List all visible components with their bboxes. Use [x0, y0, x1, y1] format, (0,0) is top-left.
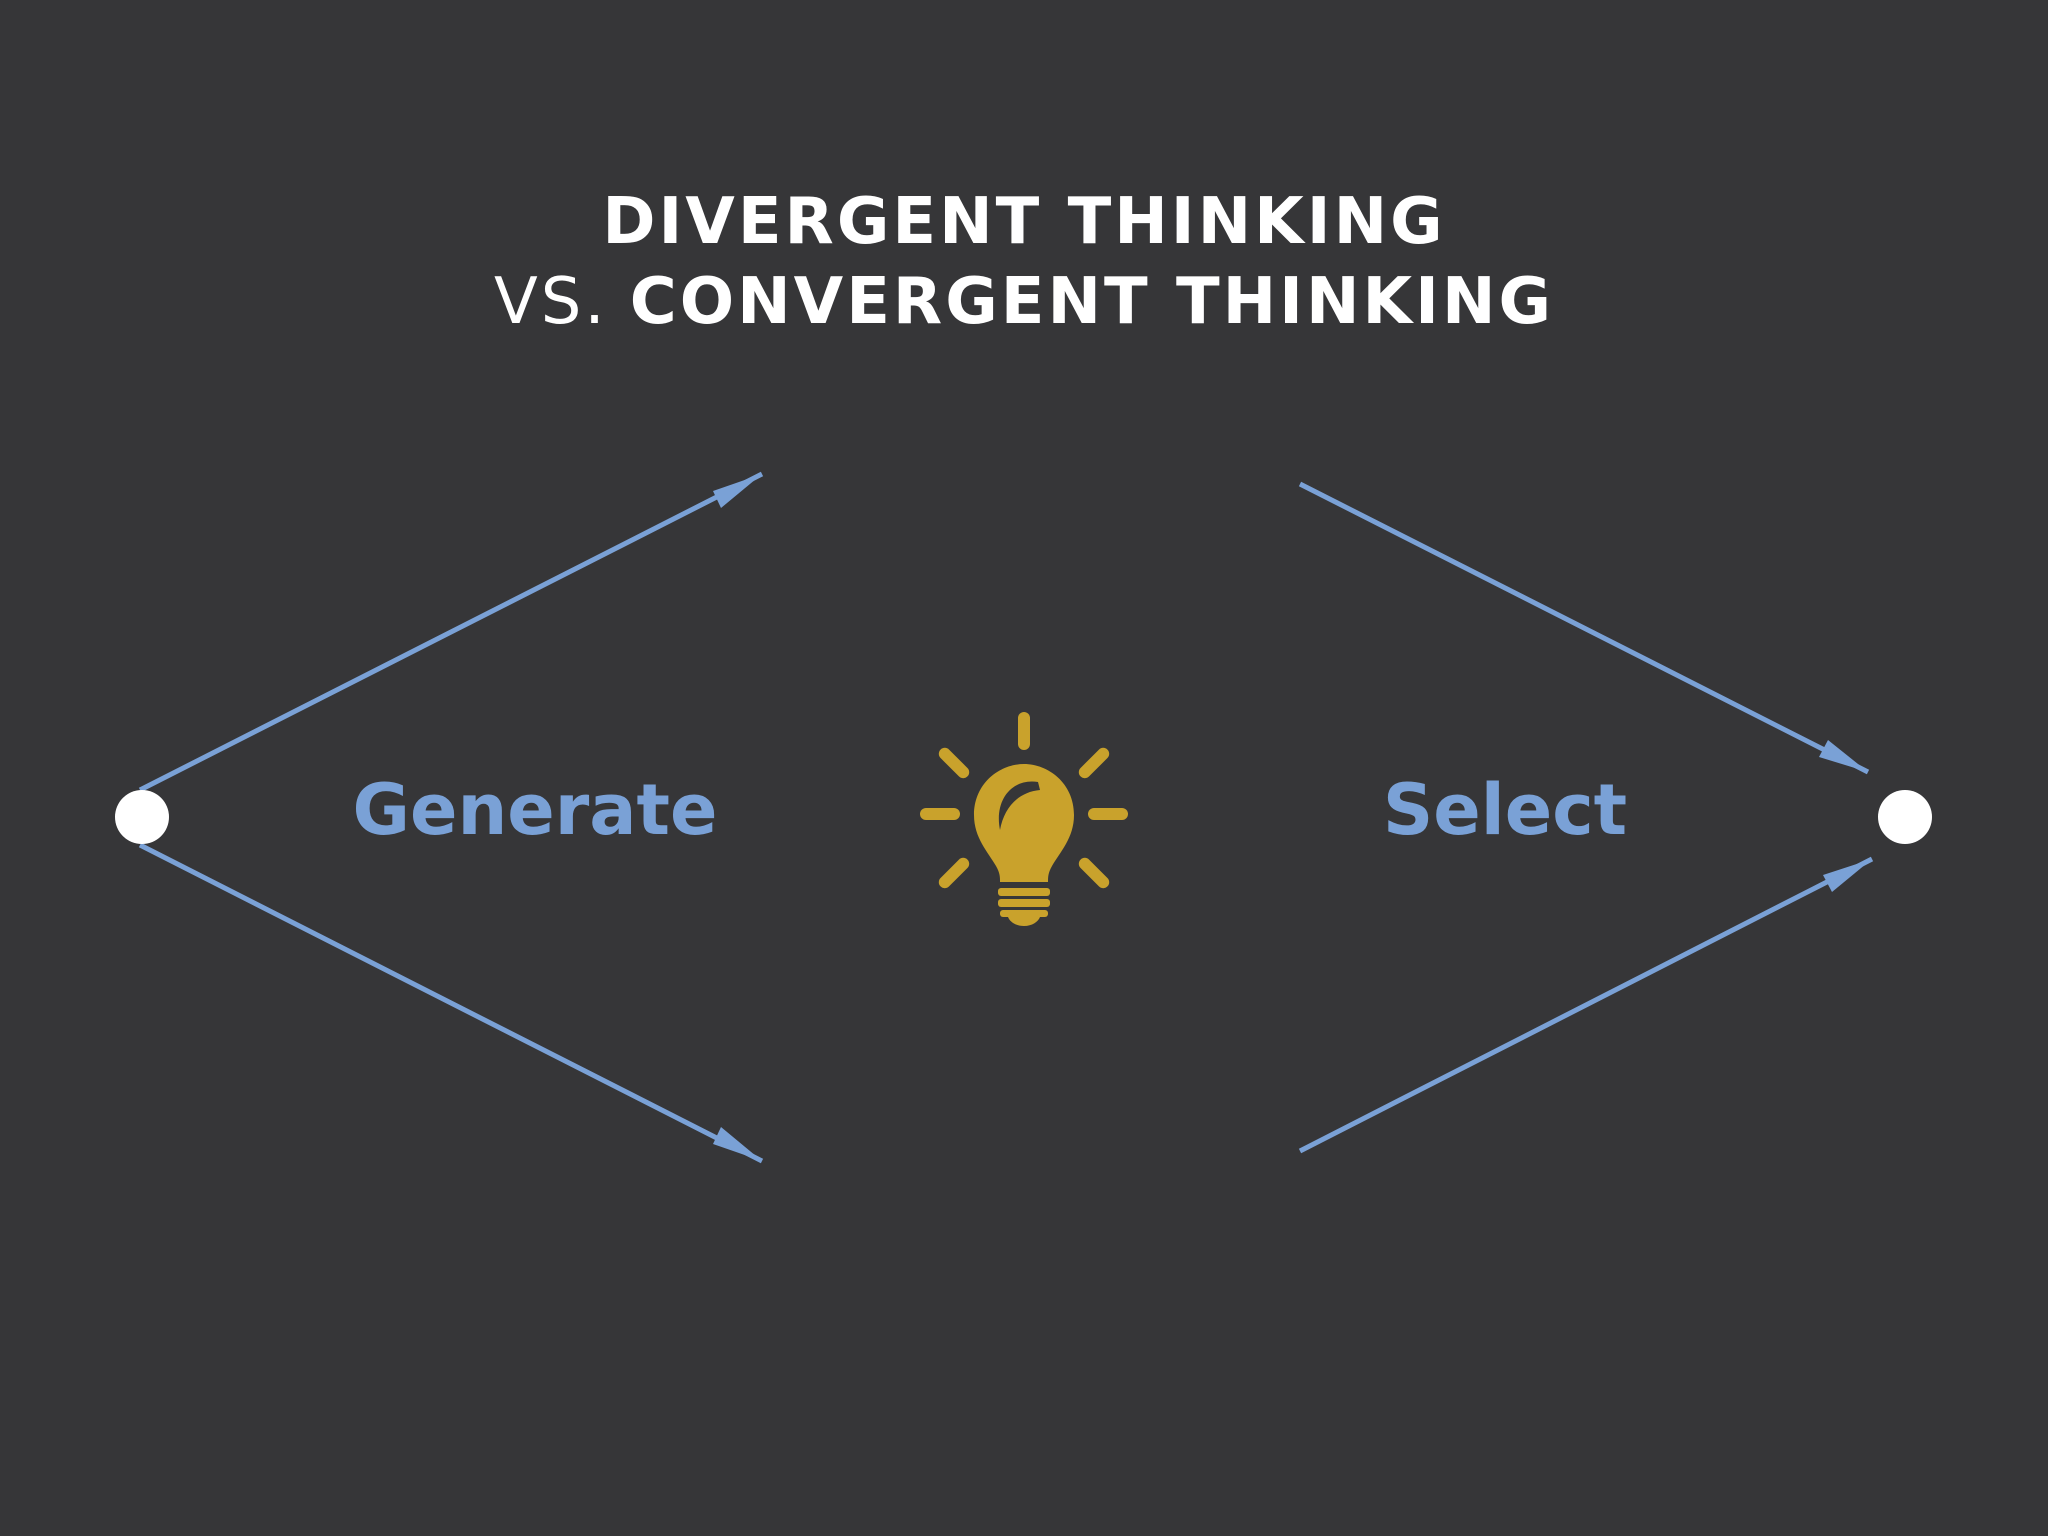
title-line-1-text: DIVERGENT THINKING	[602, 185, 1446, 259]
select-label: Select	[1382, 769, 1628, 851]
start-node	[115, 790, 169, 844]
generate-label: Generate	[352, 769, 718, 851]
arrow-converge-down-head	[1819, 740, 1868, 772]
title-vs: VS.	[493, 265, 608, 339]
arrow-diverge-down	[138, 842, 764, 1164]
arrow-converge-up	[1298, 856, 1874, 1154]
lightbulb-icon	[920, 712, 1128, 926]
arrow-diverge-up-head	[713, 474, 762, 508]
title-line-2-text: CONVERGENT THINKING	[629, 265, 1555, 339]
end-node	[1878, 790, 1932, 844]
arrow-diverge-down-head	[713, 1127, 762, 1161]
arrow-converge-up-head	[1823, 859, 1872, 892]
arrow-converge-down	[1298, 481, 1870, 775]
arrow-diverge-up	[138, 471, 764, 793]
title-convergent: VS. CONVERGENT THINKING	[0, 262, 2048, 342]
title-divergent: DIVERGENT THINKING	[0, 182, 2048, 262]
